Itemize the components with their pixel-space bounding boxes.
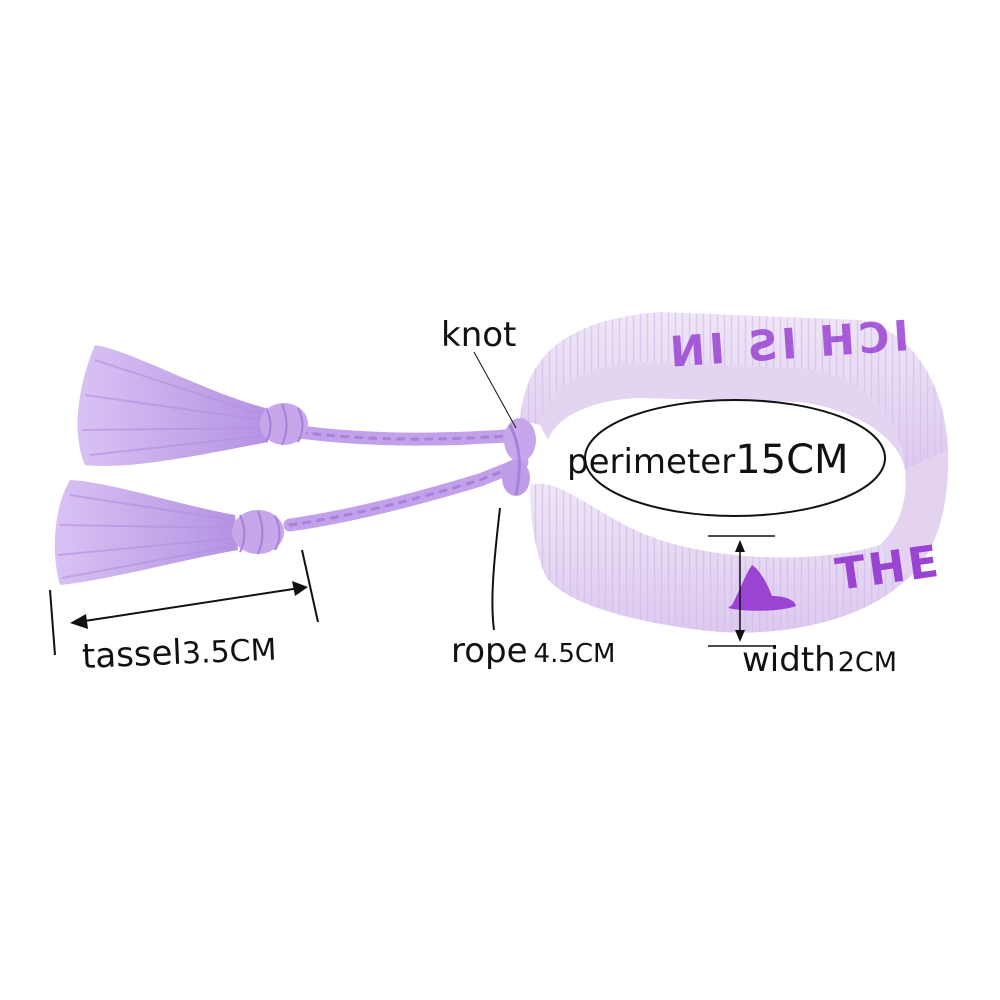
tassel-arrow-left-icon <box>70 614 88 629</box>
knot <box>502 418 536 496</box>
perimeter-label: perimeter15CM <box>567 440 849 480</box>
width-label-text: width <box>742 640 836 680</box>
tassel-upper <box>77 345 308 466</box>
knot-label: knot <box>441 318 516 352</box>
rope <box>283 425 529 532</box>
tassel-tick-left <box>49 589 56 656</box>
band-text-front: THE <box>832 536 944 601</box>
tassel-arrow-right-icon <box>292 581 308 596</box>
rope-label-text: rope <box>451 631 528 671</box>
woven-band: ICH IS IN THE <box>520 311 949 633</box>
perimeter-label-text: perimeter <box>567 442 736 482</box>
perimeter-ellipse <box>584 399 886 517</box>
width-arrow-down-icon <box>735 630 745 642</box>
tassel-label-text: tassel <box>81 632 183 677</box>
tassel-lower <box>54 480 284 585</box>
tassel-arrow-line <box>77 587 301 623</box>
tassel-tick-right <box>301 549 319 623</box>
width-value: 2CM <box>837 647 898 678</box>
width-arrow-up-icon <box>735 540 745 552</box>
knot-leader-line <box>473 351 517 429</box>
rope-value: 4.5CM <box>533 639 616 669</box>
perimeter-value: 15CM <box>735 437 849 483</box>
knot-label-text: knot <box>441 315 517 355</box>
witch-hat-icon <box>728 565 796 611</box>
annotation-lines <box>49 351 886 656</box>
width-label: width2CM <box>742 643 897 677</box>
tassel-value: 3.5CM <box>181 632 278 672</box>
tassel-label: tassel3.5CM <box>81 632 278 677</box>
rope-indicator-line <box>491 507 501 631</box>
